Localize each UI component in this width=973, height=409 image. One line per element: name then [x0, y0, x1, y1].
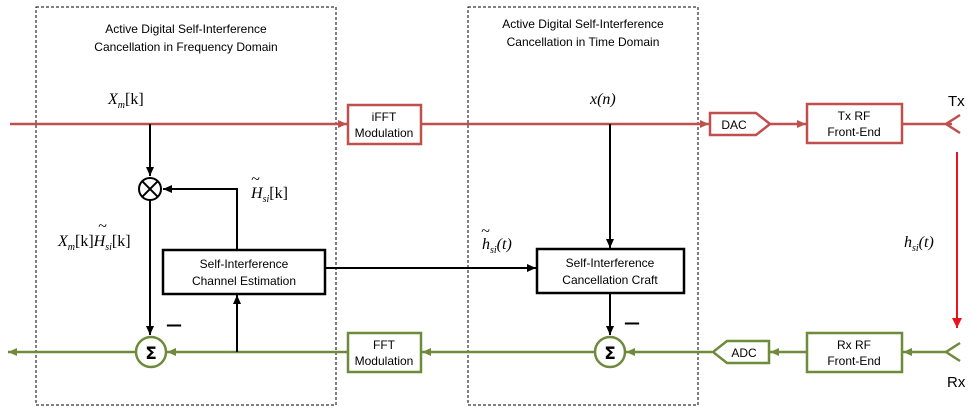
fft-label-2: Modulation [355, 354, 414, 368]
ifft-label-2: Modulation [355, 126, 414, 140]
signal-product: Xm[k]Hsi[k] ~ [57, 218, 131, 253]
time-sum-symbol: Σ [604, 344, 616, 364]
rx-port-label: Rx [947, 374, 966, 391]
svg-text:hsi(t): hsi(t) [482, 236, 512, 256]
adc-block [710, 339, 771, 365]
freq-region-title-1: Active Digital Self-Interference [105, 22, 267, 36]
svg-text:~: ~ [251, 171, 260, 188]
time-minus-sign: — [624, 313, 640, 332]
tx-antenna-icon [943, 113, 961, 135]
rx-rf-label-1: Rx RF [837, 338, 871, 352]
rx-rf-label-2: Front-End [827, 354, 880, 368]
ifft-block [346, 103, 423, 146]
channel-estimation-label-2: Channel Estimation [192, 274, 296, 288]
svg-text:Hsi[k]: Hsi[k] [250, 185, 288, 205]
multiplier-cross-b [141, 180, 159, 198]
dac-block [708, 111, 773, 137]
tx-rf-block [805, 102, 904, 145]
freq-minus-sign: — [166, 315, 182, 334]
time-region-title-1: Active Digital Self-Interference [502, 17, 664, 31]
h-est-to-multiplier [163, 185, 238, 250]
ifft-label-1: iFFT [372, 110, 397, 124]
tx-rf-label-1: Tx RF [838, 109, 871, 123]
cancellation-craft-label-1: Self-Interference [566, 256, 655, 270]
svg-text:Xm[k]Hsi[k]: Xm[k]Hsi[k] [57, 233, 131, 253]
signal-h-si-t: hsi(t) [904, 234, 934, 254]
rx-antenna-icon [943, 341, 961, 363]
cancellation-craft-label-2: Cancellation Craft [562, 273, 658, 287]
signal-x-n: x(n) [589, 91, 616, 108]
channel-estimation-label-1: Self-Interference [200, 257, 289, 271]
adc-label: ADC [731, 346, 757, 360]
signal-h-si-k: Hsi[k] ~ [250, 171, 288, 205]
freq-region-title-2: Cancellation in Frequency Domain [94, 40, 277, 54]
fft-label-1: FFT [373, 338, 396, 352]
channel-estimation-block [161, 248, 327, 296]
freq-domain-region [35, 6, 337, 406]
signal-xm-k: Xm[k] [107, 91, 144, 111]
fft-block [346, 331, 423, 374]
svg-text:~: ~ [481, 223, 490, 240]
dac-label: DAC [721, 118, 747, 132]
tx-port-label: Tx [948, 93, 965, 110]
svg-text:~: ~ [98, 218, 107, 235]
signal-h-si-t-estimate: hsi(t) ~ [481, 223, 512, 256]
time-domain-region [467, 6, 699, 406]
freq-sum-symbol: Σ [145, 344, 157, 364]
rx-rf-block [805, 331, 904, 374]
tx-rf-label-2: Front-End [827, 125, 880, 139]
time-region-title-2: Cancellation in Time Domain [507, 35, 660, 49]
